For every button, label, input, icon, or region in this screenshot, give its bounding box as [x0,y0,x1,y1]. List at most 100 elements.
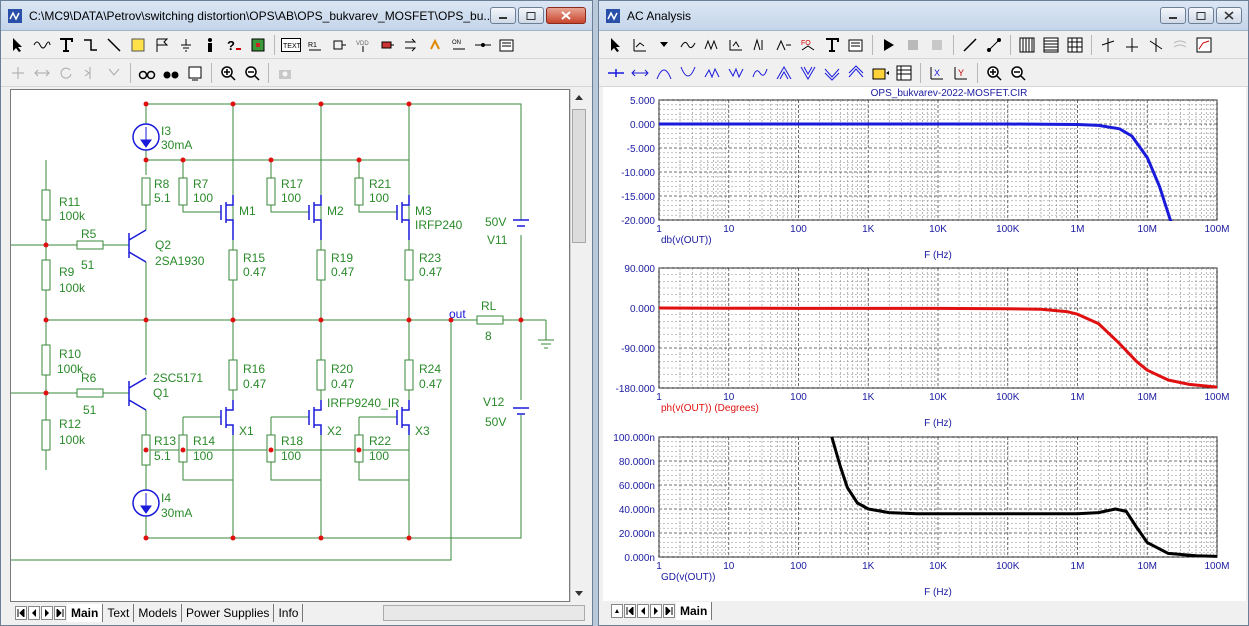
top-btn[interactable] [821,62,843,84]
wave2-button[interactable] [701,34,723,56]
tab-main[interactable]: Main [67,604,104,622]
analysis-titlebar[interactable]: AC Analysis [599,1,1248,31]
flow-button[interactable] [400,34,422,56]
connect-button[interactable] [472,34,494,56]
properties-button[interactable] [496,34,518,56]
prev2-page-button[interactable] [637,604,649,618]
props-button[interactable] [845,34,867,56]
schematic-vscroll[interactable] [570,89,587,602]
zoom-out-button[interactable] [1007,62,1029,84]
scroll-down-button[interactable] [571,586,587,602]
peak-btn[interactable] [653,62,675,84]
zoom-out-button[interactable] [241,62,263,84]
component-button[interactable] [247,34,269,56]
numeric-button[interactable] [893,62,915,84]
cursor3-button[interactable] [1145,34,1167,56]
page-button[interactable] [184,62,206,84]
tag-button[interactable] [869,62,891,84]
find-button[interactable] [136,62,158,84]
tab-info[interactable]: Info [274,604,304,622]
flag-tool-button[interactable] [151,34,173,56]
power-button[interactable] [424,34,446,56]
zoom-in-button[interactable] [983,62,1005,84]
tab-text[interactable]: Text [103,604,135,622]
tab-models[interactable]: Models [134,604,183,622]
hscroll[interactable] [383,605,585,621]
wave4-button[interactable] [749,34,771,56]
node-button[interactable]: VDD [352,34,374,56]
select-tool-button[interactable] [7,34,29,56]
wire-tool-button[interactable] [31,34,53,56]
schematic-canvas[interactable]: I3 30mA R8 5.1 R7 100 M1 R17 100 M2 R21 … [10,89,570,602]
scroll-up-button[interactable] [571,89,587,105]
point-line-button[interactable] [983,34,1005,56]
peak-button[interactable] [773,34,795,56]
fo-button[interactable]: FO [797,34,819,56]
mirror-button[interactable] [79,62,101,84]
grid-button[interactable] [1016,34,1038,56]
last-page-button[interactable] [663,604,675,618]
stop-button[interactable] [902,34,924,56]
help-button[interactable]: ? [223,34,245,56]
cursor2-button[interactable] [1121,34,1143,56]
prev-page-button[interactable] [624,604,636,618]
diag-wire-button[interactable] [103,34,125,56]
ground-tool-button[interactable] [175,34,197,56]
cursor4-button[interactable] [1169,34,1191,56]
dropdown-button[interactable] [653,34,675,56]
info-button[interactable] [199,34,221,56]
bottom-btn[interactable] [845,62,867,84]
run-button[interactable] [878,34,900,56]
last-page-button[interactable] [54,606,66,620]
wave3-button[interactable] [725,34,747,56]
scale-button[interactable] [629,34,651,56]
tag-x-button[interactable]: X [926,62,948,84]
text-button[interactable] [821,34,843,56]
flip-v-button[interactable] [103,62,125,84]
probe-button[interactable] [376,34,398,56]
valley-btn[interactable] [677,62,699,84]
info-tool-button[interactable] [127,34,149,56]
tag-y-button[interactable]: Y [950,62,972,84]
line-button[interactable] [959,34,981,56]
first-page-button[interactable] [15,606,27,620]
global-high-btn[interactable] [773,62,795,84]
prev-page-button[interactable] [28,606,40,620]
close-button[interactable] [1216,7,1242,24]
minimize-button[interactable] [1160,7,1186,24]
pause-button[interactable] [926,34,948,56]
global-low-btn[interactable] [797,62,819,84]
minimize-button[interactable] [490,7,516,24]
first-page-button[interactable] [611,604,623,618]
pin-button[interactable] [328,34,350,56]
plot-props-button[interactable] [1193,34,1215,56]
scroll-thumb[interactable] [572,109,586,243]
next-page-button[interactable] [41,606,53,620]
attr-button[interactable]: R1 [304,34,326,56]
onoff-button[interactable]: ON [448,34,470,56]
xy-button[interactable] [677,34,699,56]
grid3-button[interactable] [1064,34,1086,56]
text-tool-button[interactable] [55,34,77,56]
maximize-button[interactable] [1188,7,1214,24]
high-btn[interactable] [701,62,723,84]
flip-h-button[interactable] [31,62,53,84]
rotate-button[interactable] [55,62,77,84]
zoom-in-button[interactable] [217,62,239,84]
close-button[interactable] [546,7,586,24]
find-next-button[interactable] [160,62,182,84]
cursor1-button[interactable] [1097,34,1119,56]
tab-main[interactable]: Main [676,602,713,620]
inflection-btn[interactable] [749,62,771,84]
left-button[interactable] [629,62,651,84]
maximize-button[interactable] [518,7,544,24]
wire-bend-button[interactable] [79,34,101,56]
schematic-titlebar[interactable]: C:\MC9\DATA\Petrov\switching distortion\… [1,1,592,31]
camera-button[interactable] [274,62,296,84]
text-mode-button[interactable]: TEXT [280,34,302,56]
step-button[interactable] [7,62,29,84]
grid2-button[interactable] [1040,34,1062,56]
next-page-button[interactable] [650,604,662,618]
tab-power-supplies[interactable]: Power Supplies [182,604,275,622]
